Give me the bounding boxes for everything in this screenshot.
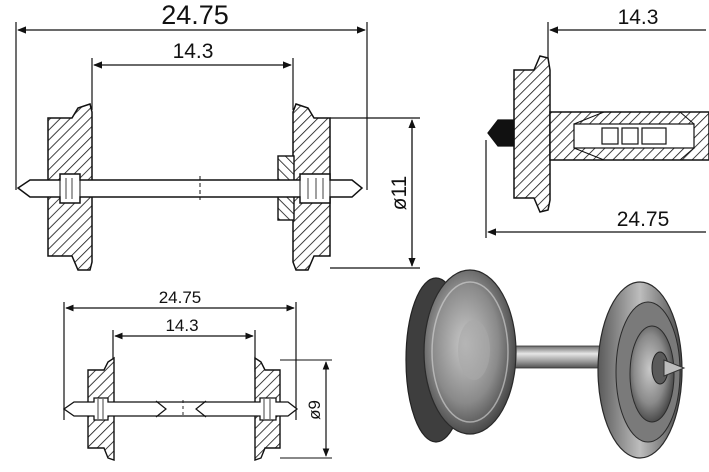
label-wheel-diameter-small: ø9 bbox=[305, 400, 324, 420]
drawing-half-section: 14.3 24.75 bbox=[485, 6, 709, 238]
photo-axle-tip bbox=[663, 359, 686, 377]
label-back-to-back-right: 14.3 bbox=[618, 6, 659, 29]
label-overall-length-small: 24.75 bbox=[159, 288, 202, 307]
wheelset-photo bbox=[405, 269, 686, 459]
drawing-wheelset-9mm: 24.75 14.3 ø9 bbox=[62, 288, 332, 461]
half-wheel-section bbox=[513, 55, 551, 213]
axle-point bbox=[487, 119, 515, 147]
small-axle bbox=[62, 397, 299, 421]
label-overall-length-right: 24.75 bbox=[617, 208, 670, 231]
label-back-to-back: 14.3 bbox=[173, 40, 214, 63]
drawing-wheelset-11mm: 24.75 14.3 ø11 bbox=[15, 0, 420, 271]
axle bbox=[16, 173, 364, 204]
label-overall-length: 24.75 bbox=[161, 0, 229, 30]
label-back-to-back-small: 14.3 bbox=[165, 316, 198, 335]
label-wheel-diameter: ø11 bbox=[388, 176, 411, 211]
